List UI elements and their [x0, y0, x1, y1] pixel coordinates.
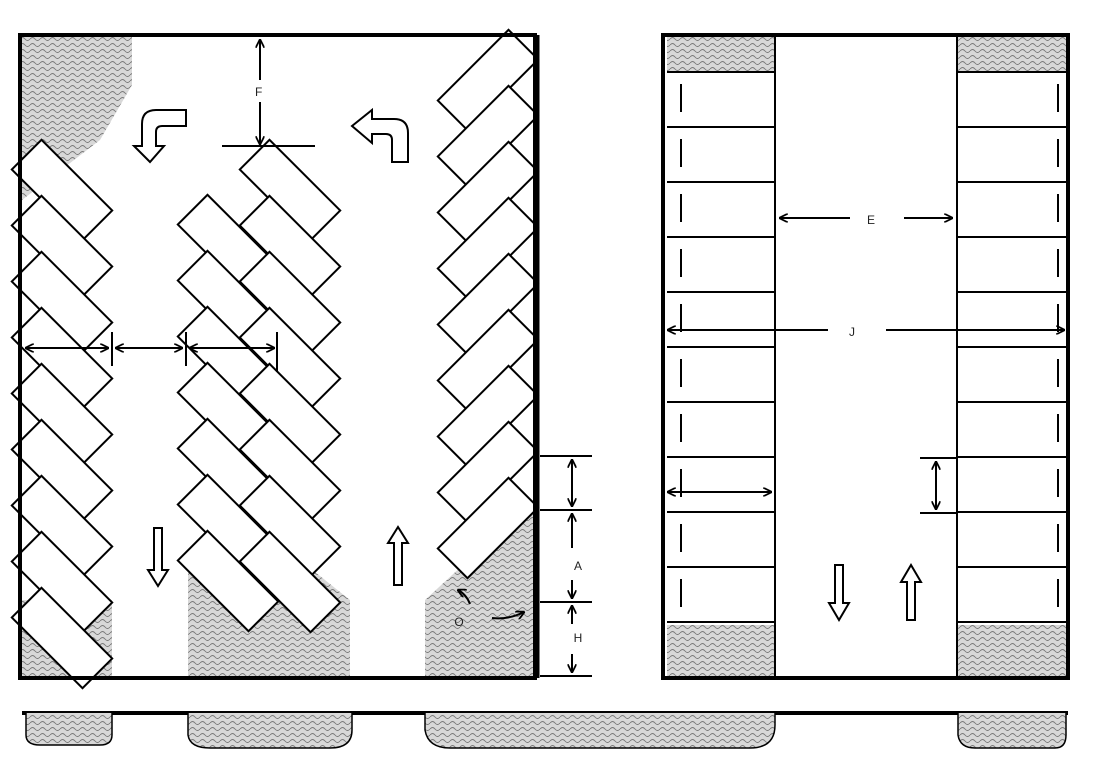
- turn-arrows: [131, 107, 409, 164]
- perpendicular-stalls: [667, 71, 1066, 623]
- left-lot-frame: [18, 33, 537, 680]
- turn-arrow-icon: [131, 109, 187, 164]
- curb-island-3: [424, 713, 776, 749]
- traffic-direction-arrow-icon: [827, 564, 851, 622]
- traffic-direction-arrow-icon: [899, 563, 923, 621]
- traffic-direction-arrow-icon: [146, 527, 170, 588]
- label-a: A: [574, 559, 582, 573]
- stall-center-left-row-7: [176, 529, 280, 633]
- label-f: F: [255, 85, 262, 99]
- dimension-arrow-icon: [491, 612, 524, 618]
- stall-east-row-9: [436, 476, 540, 580]
- stall-center-right-row-8: [238, 530, 342, 634]
- dimension-arrow-icon: [458, 590, 471, 605]
- curb-island-1: [25, 713, 113, 746]
- traffic-arrows: [146, 525, 923, 622]
- label-h: H: [574, 631, 583, 645]
- island-right-bottom-b: [958, 625, 1066, 678]
- lot-frames: [18, 33, 1070, 680]
- island-right-top-b: [958, 37, 1066, 72]
- stall-west-row-9: [10, 586, 114, 690]
- island-right-top-a: [667, 37, 774, 72]
- label-e: E: [867, 213, 875, 227]
- island-bottom-right: [425, 510, 535, 680]
- curb-island-4: [957, 713, 1067, 749]
- island-right-bottom-a: [667, 625, 774, 678]
- label-j: J: [849, 325, 855, 339]
- traffic-direction-arrow-icon: [386, 525, 410, 586]
- curb-island-2: [187, 713, 353, 749]
- island-group-right: [667, 37, 1066, 678]
- curb-profile: [22, 711, 1068, 749]
- angled-stalls: [10, 28, 540, 690]
- dimension-labels: F E J A H O: [255, 85, 875, 645]
- label-o: O: [454, 615, 463, 629]
- turn-arrow-icon: [350, 107, 409, 163]
- dimension-lines: [26, 40, 1064, 677]
- right-lot-frame: [661, 33, 1070, 680]
